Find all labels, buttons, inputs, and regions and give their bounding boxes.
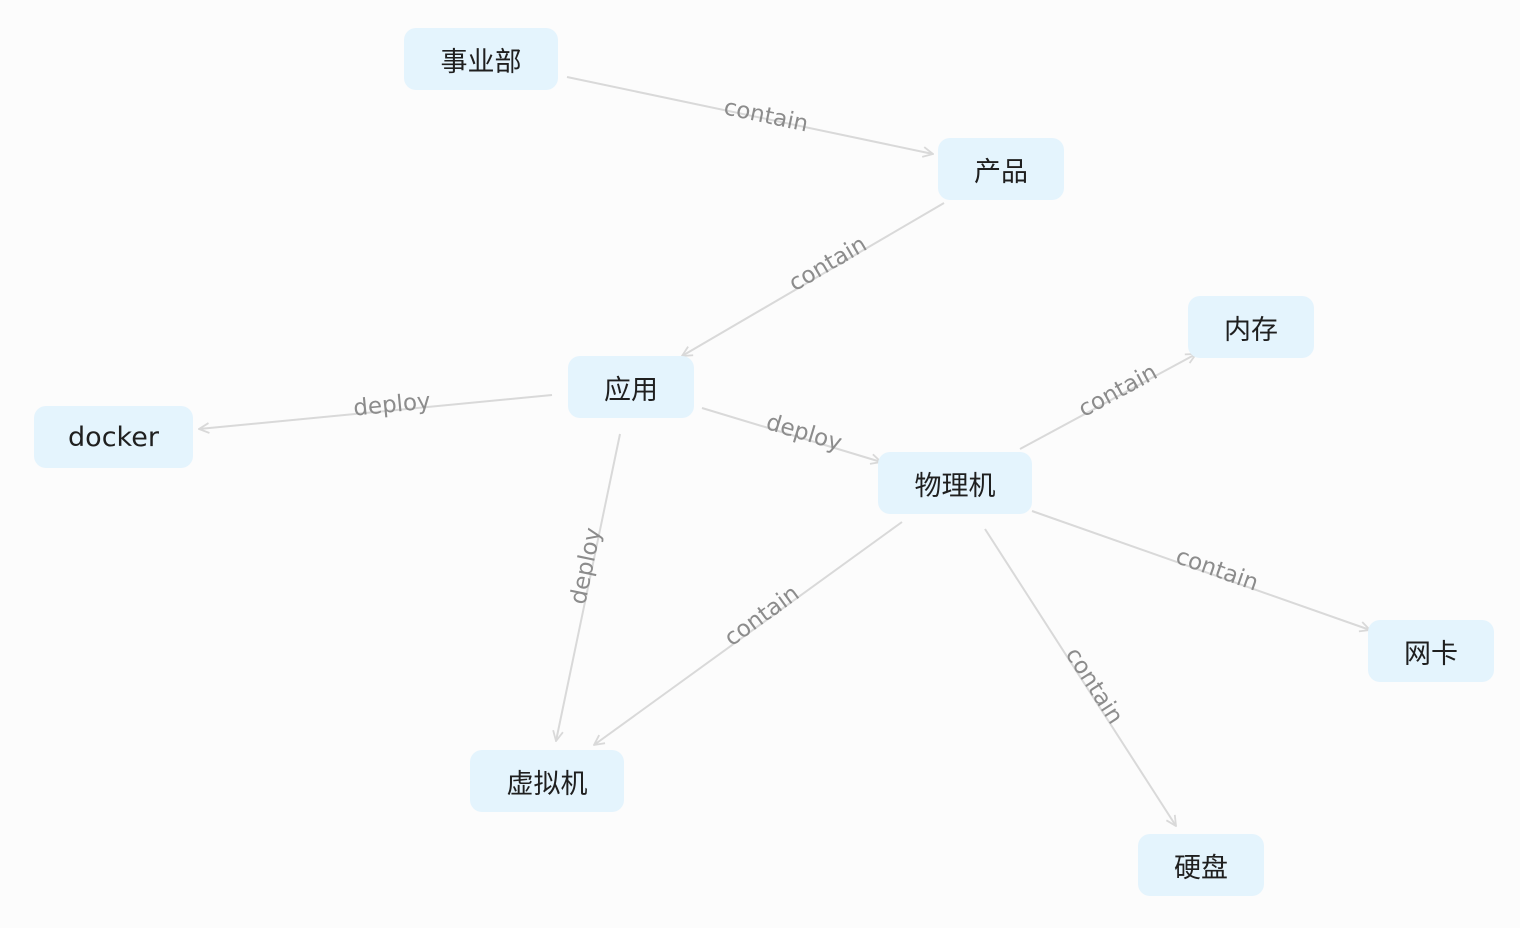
- edge-app-physical[interactable]: deploy: [701, 407, 881, 462]
- edge-line[interactable]: [984, 528, 1176, 826]
- edge-line[interactable]: [556, 433, 621, 741]
- edge-app-vm[interactable]: deploy: [556, 433, 621, 741]
- edge-label: contain: [785, 231, 872, 297]
- edge-label: contain: [722, 94, 811, 137]
- node-docker[interactable]: docker: [34, 406, 193, 468]
- edge-label: deploy: [565, 525, 606, 606]
- edge-label: contain: [1060, 643, 1128, 729]
- edge-label: deploy: [763, 409, 845, 456]
- node-memory[interactable]: 内存: [1188, 296, 1314, 358]
- edge-line[interactable]: [682, 202, 945, 356]
- edge-line[interactable]: [1031, 510, 1370, 630]
- node-physical[interactable]: 物理机: [878, 452, 1032, 514]
- node-vm[interactable]: 虚拟机: [470, 750, 624, 812]
- edge-physical-nic[interactable]: contain: [1031, 510, 1370, 630]
- edge-line[interactable]: [199, 394, 553, 429]
- node-bu[interactable]: 事业部: [404, 28, 558, 90]
- edge-physical-disk[interactable]: contain: [984, 528, 1176, 826]
- edge-line[interactable]: [701, 407, 881, 462]
- edge-label: deploy: [352, 388, 432, 421]
- edge-physical-vm[interactable]: contain: [594, 521, 903, 745]
- node-nic[interactable]: 网卡: [1368, 620, 1494, 682]
- node-product[interactable]: 产品: [938, 138, 1064, 200]
- node-disk[interactable]: 硬盘: [1138, 834, 1264, 896]
- edge-bu-product[interactable]: contain: [566, 76, 933, 154]
- edge-line[interactable]: [1019, 354, 1196, 450]
- edge-label: contain: [720, 580, 804, 651]
- edge-app-docker[interactable]: deploy: [199, 388, 553, 429]
- edge-physical-memory[interactable]: contain: [1019, 354, 1196, 450]
- edge-label: contain: [1074, 359, 1161, 422]
- edge-label: contain: [1172, 544, 1261, 597]
- edge-line[interactable]: [594, 521, 903, 745]
- edge-line[interactable]: [566, 76, 933, 154]
- edge-product-app[interactable]: contain: [682, 202, 945, 356]
- node-app[interactable]: 应用: [568, 356, 694, 418]
